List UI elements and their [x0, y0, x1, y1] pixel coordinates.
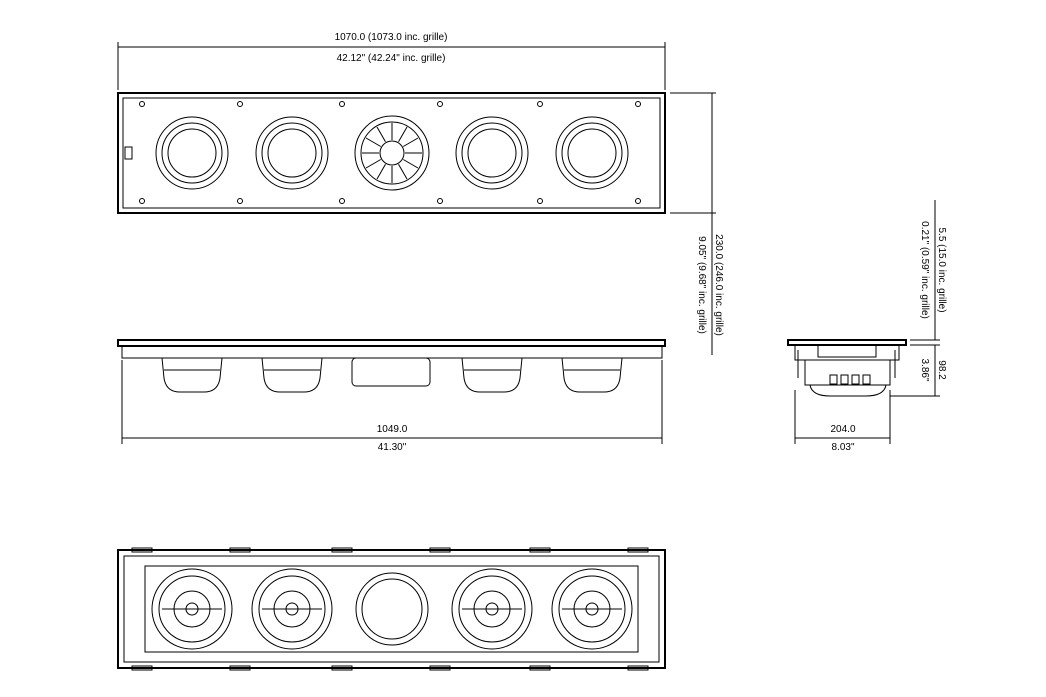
mounting-clamp	[331, 665, 353, 671]
woofer-surround	[455, 116, 529, 190]
tweeter-fin	[403, 159, 419, 169]
end-view: 5.5 (15.0 inc. grille) 0.21" (0.59" inc.…	[787, 200, 947, 453]
mounting-clamp	[529, 547, 551, 553]
side-width-mm: 1049.0	[377, 424, 408, 435]
mounting-clamp	[429, 665, 451, 671]
tweeter-fin	[365, 137, 381, 147]
woofer-basket-profile	[161, 357, 223, 393]
end-width-mm: 204.0	[830, 424, 855, 435]
end-width-in: 8.03"	[831, 442, 854, 453]
front-view: 1070.0 (1073.0 inc. grille) 42.12" (42.2…	[117, 32, 724, 355]
woofer-cone	[267, 128, 317, 178]
mounting-screw	[237, 198, 243, 204]
side-view: 1049.0 41.30"	[117, 339, 666, 453]
woofer-frame	[558, 575, 626, 643]
logo-badge	[124, 146, 133, 160]
woofer-surround	[255, 116, 329, 190]
woofer-cone	[167, 128, 217, 178]
mounting-screw	[339, 101, 345, 107]
woofer-surround	[555, 116, 629, 190]
woofer-frame	[458, 575, 526, 643]
mounting-screw	[635, 198, 641, 204]
tweeter-fin	[365, 159, 381, 169]
tweeter-ring	[360, 121, 424, 185]
mounting-clamp	[627, 547, 649, 553]
woofer-ring	[561, 122, 623, 184]
tweeter-fin	[376, 126, 386, 142]
side-width-in: 41.30"	[378, 442, 407, 453]
mounting-clamp	[331, 547, 353, 553]
tweeter-fin	[398, 126, 408, 142]
tweeter-back-can	[361, 578, 423, 640]
mounting-screw	[537, 101, 543, 107]
woofer-surround	[155, 116, 229, 190]
woofer-basket	[551, 568, 633, 650]
mounting-clamp	[429, 547, 451, 553]
mounting-screw	[437, 101, 443, 107]
front-baffle	[117, 92, 666, 214]
woofer-cone	[467, 128, 517, 178]
woofer-basket	[251, 568, 333, 650]
front-height-mm: 230.0 (246.0 inc. grille)	[713, 234, 724, 336]
woofer-basket-profile	[561, 357, 623, 393]
woofer-ring	[261, 122, 323, 184]
mounting-screw	[139, 101, 145, 107]
mounting-clamp	[627, 665, 649, 671]
woofer-ring	[161, 122, 223, 184]
woofer-cone	[567, 128, 617, 178]
mounting-clamp	[131, 665, 153, 671]
mounting-screw	[139, 198, 145, 204]
tweeter-fin	[403, 137, 419, 147]
tweeter-fin	[398, 164, 408, 180]
front-width-mm: 1070.0 (1073.0 inc. grille)	[335, 32, 448, 43]
depth-in: 3.86"	[919, 358, 930, 381]
tweeter-dome	[379, 140, 405, 166]
woofer-basket	[451, 568, 533, 650]
front-height-in: 9.05" (9.68" inc. grille)	[696, 236, 707, 334]
woofer-basket-profile	[461, 357, 523, 393]
mounting-screw	[437, 198, 443, 204]
mounting-clamp	[529, 665, 551, 671]
woofer-frame	[258, 575, 326, 643]
front-width-in: 42.12" (42.24" inc. grille)	[337, 53, 446, 64]
mounting-clamp	[229, 665, 251, 671]
tweeter-back-ring	[355, 572, 429, 646]
rear-view	[117, 547, 666, 671]
woofer-basket	[151, 568, 233, 650]
woofer-frame	[158, 575, 226, 643]
mounting-screw	[237, 101, 243, 107]
tweeter-housing	[351, 357, 431, 387]
mounting-screw	[339, 198, 345, 204]
woofer-ring	[461, 122, 523, 184]
mounting-screw	[537, 198, 543, 204]
tweeter-surround	[354, 115, 430, 191]
flange-in: 0.21" (0.59" inc. grille)	[919, 221, 930, 319]
mounting-clamp	[131, 547, 153, 553]
depth-mm: 98.2	[936, 360, 947, 380]
woofer-basket-profile	[261, 357, 323, 393]
mounting-screw	[635, 101, 641, 107]
tweeter-fin	[376, 164, 386, 180]
mounting-clamp	[229, 547, 251, 553]
flange-mm: 5.5 (15.0 inc. grille)	[936, 227, 947, 312]
